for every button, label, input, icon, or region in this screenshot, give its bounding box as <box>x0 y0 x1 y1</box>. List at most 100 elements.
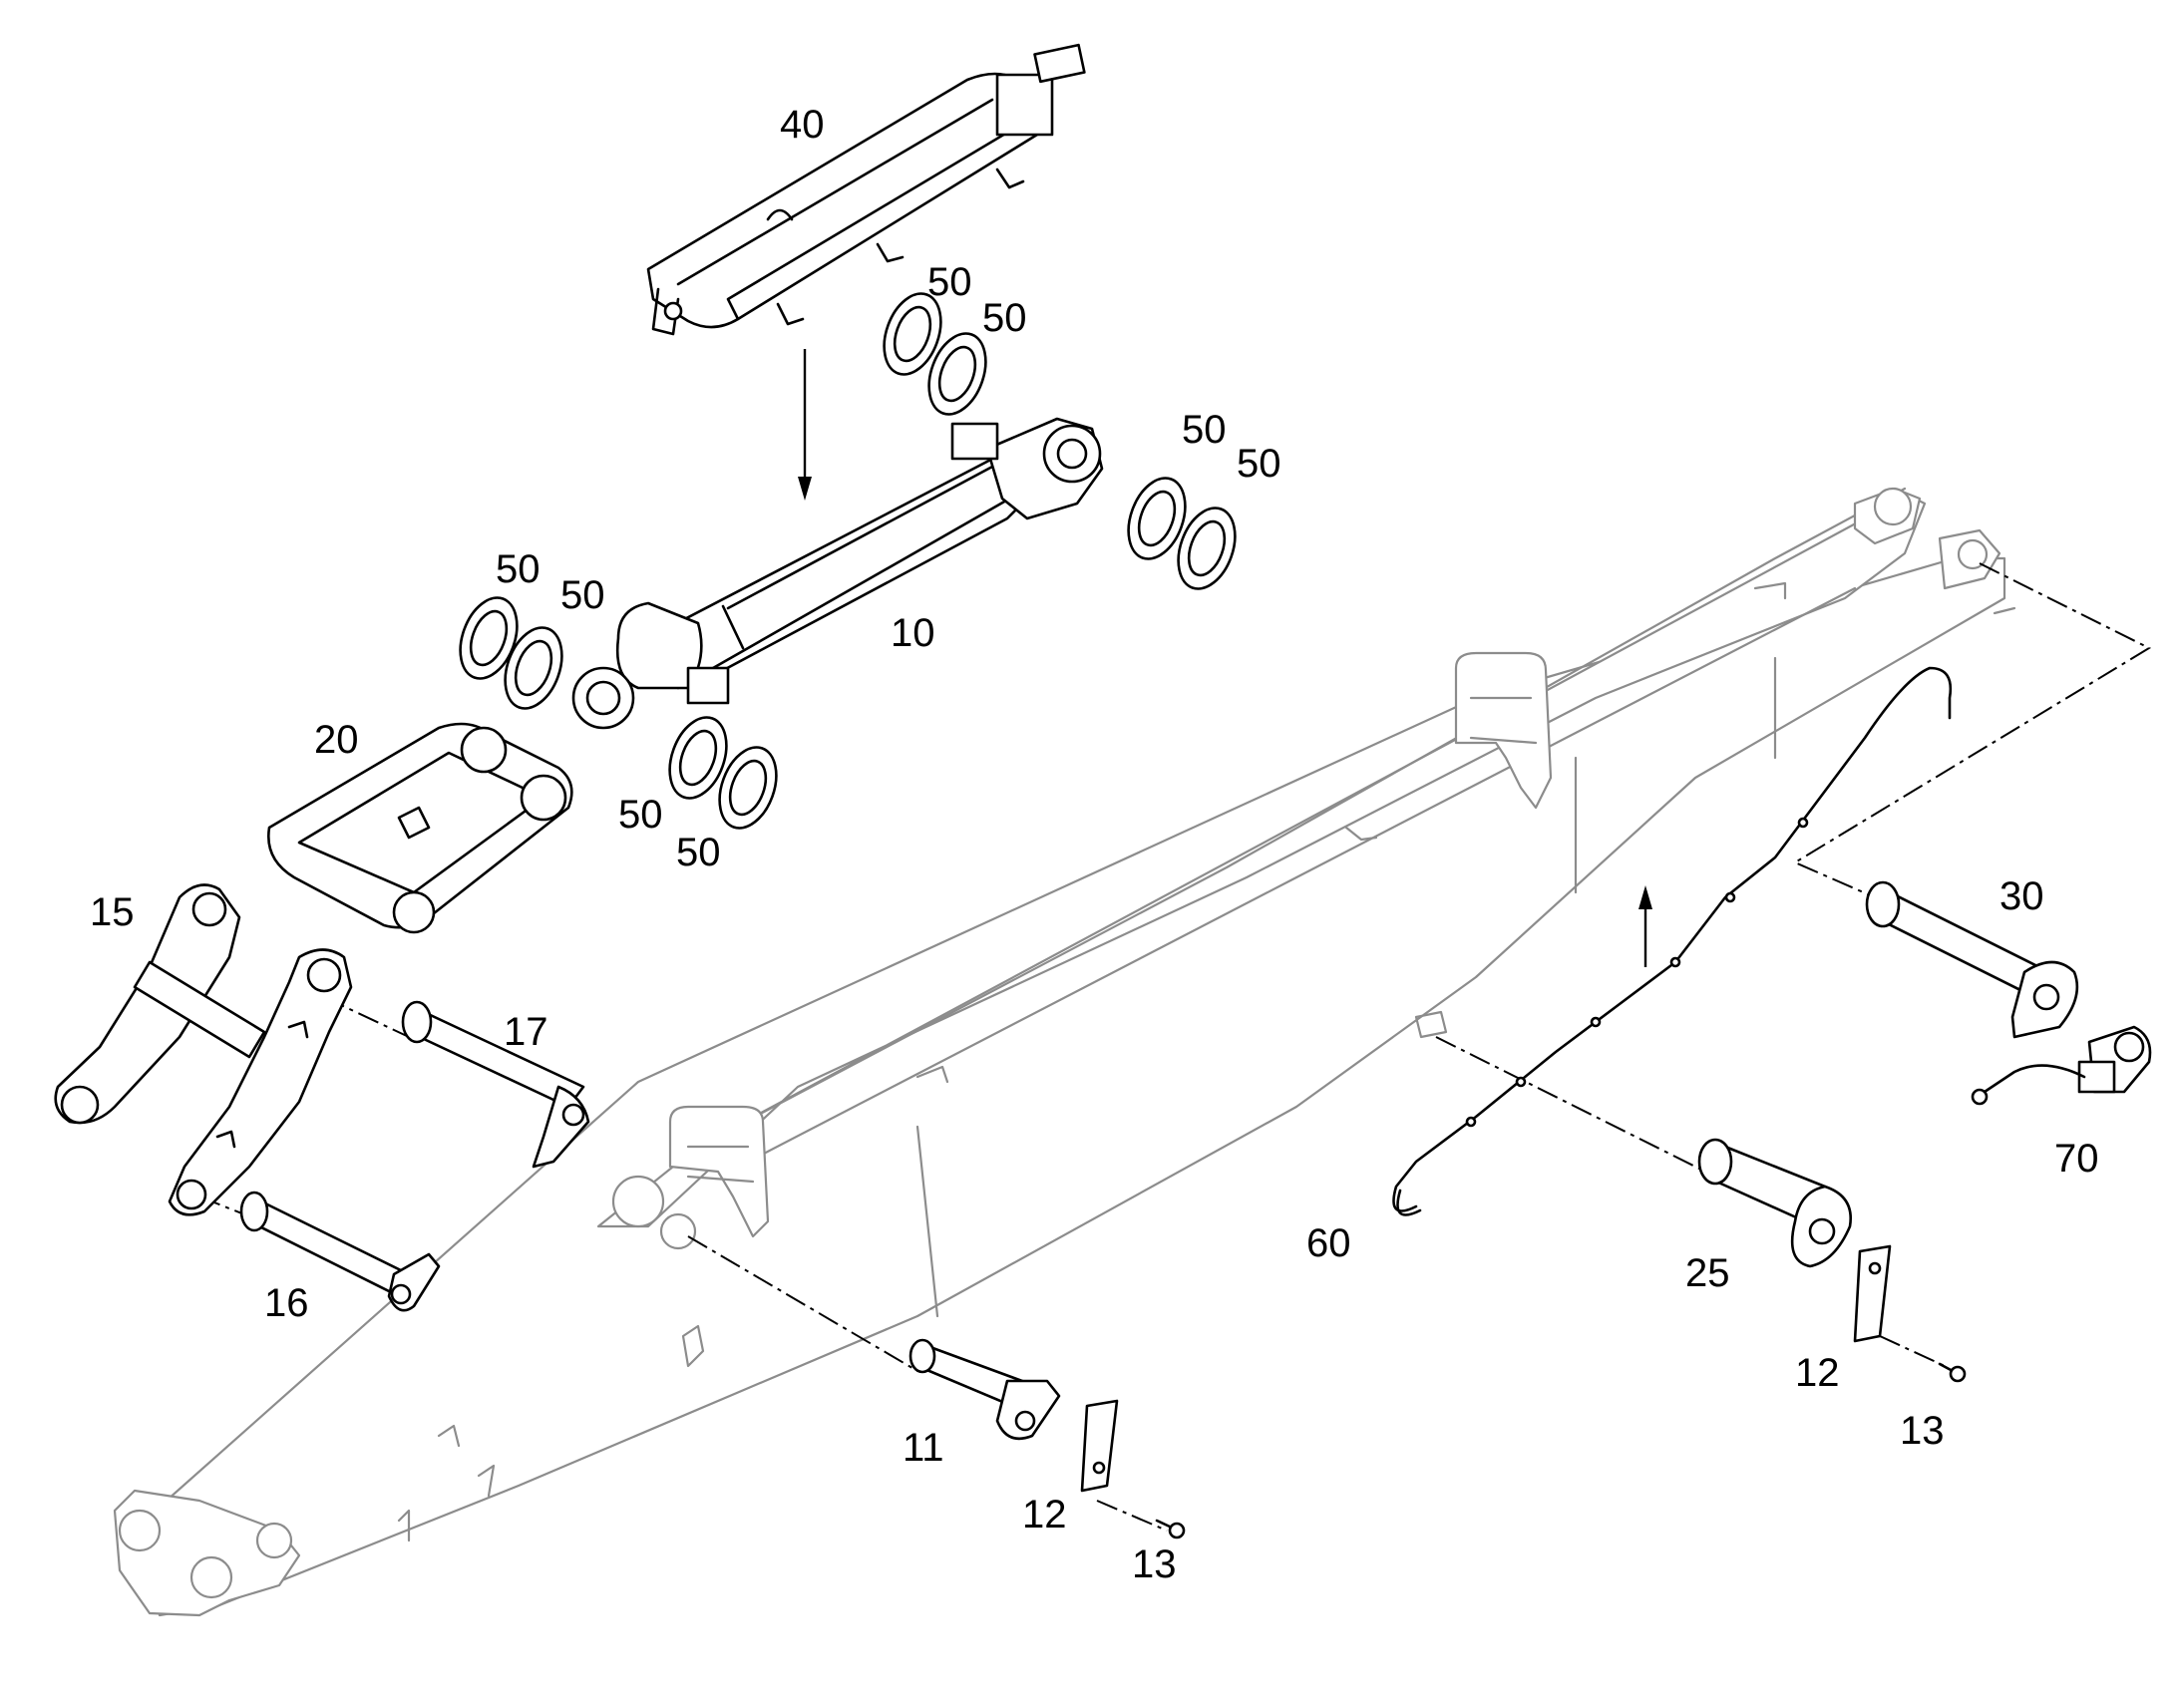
callout-15: 15 <box>90 890 135 934</box>
bracket-eye-3 <box>392 890 436 934</box>
cover-handle <box>1033 43 1086 84</box>
plate-12-left-hole <box>1092 1461 1106 1475</box>
callout-50: 50 <box>927 260 972 304</box>
cable-60-line <box>1392 666 1953 1212</box>
arrow-cover-down-head <box>798 477 812 501</box>
cover-eye <box>766 208 794 221</box>
bracket-20 <box>266 722 573 934</box>
plate-12-right <box>1853 1244 1892 1343</box>
plate-12-right-hole <box>1868 1261 1882 1275</box>
washers-50 <box>459 292 1237 830</box>
hose-guide-right <box>1454 651 1553 810</box>
cable-60 <box>1392 666 1953 1216</box>
boom-detail-marks <box>397 581 2016 1542</box>
washer-6 <box>504 626 563 710</box>
pin-17-tab-hole <box>561 1103 585 1127</box>
sensor-plug <box>1971 1088 1989 1106</box>
callout-25: 25 <box>1685 1251 1730 1295</box>
cover-fold <box>676 98 994 286</box>
bolt-13-right-head <box>1949 1365 1967 1383</box>
pin-30 <box>1865 880 2079 1039</box>
boom-foot-boss-1 <box>611 1175 665 1228</box>
hose-guide-left <box>668 1105 770 1238</box>
dash-line-12a <box>1096 1500 1168 1532</box>
arrow-hose-up-head <box>1638 885 1652 909</box>
dash-line-25 <box>1435 1036 1726 1183</box>
lever-rear-eye-bottom <box>60 1085 100 1125</box>
sensor-cable <box>1983 1064 2086 1094</box>
boom-tip-eye-2 <box>189 1555 233 1599</box>
callout-30: 30 <box>1999 874 2044 918</box>
pin-16-head <box>239 1191 269 1232</box>
boom-seam-1 <box>915 1125 939 1318</box>
callout-50: 50 <box>496 547 541 591</box>
pin-11-head <box>908 1338 936 1374</box>
lever-clip-1 <box>287 1020 309 1039</box>
dash-line-12b <box>1879 1335 1946 1367</box>
bolt-13-right <box>1938 1362 1967 1383</box>
pin-30-head <box>1865 880 1901 928</box>
washer-4 <box>1177 507 1237 590</box>
plate-12-left <box>1080 1399 1119 1493</box>
callout-12: 12 <box>1022 1493 1067 1537</box>
cover-rim <box>726 116 1034 321</box>
pin-11-tab <box>995 1379 1061 1441</box>
direction-arrows <box>798 349 1652 967</box>
cable-60-line-b <box>1396 1189 1422 1216</box>
callout-10: 10 <box>891 611 935 655</box>
bracket-detail <box>397 806 431 840</box>
cylinder-rod-eye-inner <box>1056 438 1088 470</box>
pin-17 <box>401 1000 590 1169</box>
cylinder-barrel <box>646 452 1029 690</box>
cover-body <box>646 72 1044 329</box>
callout-labels: 40 50 50 50 50 50 50 10 20 50 50 15 17 1… <box>90 103 2099 1586</box>
cover-clip-5 <box>663 301 683 321</box>
boom-foot-boss-2 <box>659 1212 697 1250</box>
callout-13: 13 <box>1900 1409 1945 1453</box>
cover-bracket-top <box>995 73 1054 137</box>
bolt-13-left-shank <box>1155 1519 1174 1530</box>
washer-7 <box>668 716 728 800</box>
pin-17-head <box>401 1000 433 1044</box>
boom-tip-eye-3 <box>255 1522 293 1559</box>
pin-25-head <box>1697 1138 1733 1186</box>
cylinder-cover-40 <box>646 43 1086 336</box>
boom-tip <box>113 1489 301 1617</box>
callout-50: 50 <box>1237 442 1281 486</box>
callout-50: 50 <box>1182 408 1227 452</box>
washer-3 <box>1127 477 1187 560</box>
lever-front-eye-bottom <box>176 1179 207 1210</box>
callout-11: 11 <box>903 1426 944 1470</box>
callout-16: 16 <box>264 1281 309 1325</box>
boom-top-rail-inner <box>756 586 1857 1159</box>
pin-30-flange-hole <box>2032 983 2060 1011</box>
boom-frame <box>113 487 2016 1617</box>
plate-12-left-body <box>1080 1399 1119 1493</box>
callout-17: 17 <box>504 1010 548 1054</box>
callout-12: 12 <box>1795 1351 1840 1395</box>
lever-plate-front <box>168 948 353 1216</box>
sensor-dial <box>2113 1031 2145 1063</box>
washer-2 <box>927 332 987 416</box>
bolt-13-left-head <box>1168 1522 1186 1539</box>
hydraulic-cylinder-10 <box>571 417 1104 730</box>
pin-16-tab-hole <box>390 1283 412 1305</box>
bracket-eye-2 <box>520 774 567 822</box>
cover-clip-3 <box>876 242 905 263</box>
boom-tip-eye-1 <box>118 1509 162 1552</box>
pin-16 <box>239 1191 441 1312</box>
lever-assembly-15 <box>54 883 353 1216</box>
cylinder-base-eye-inner <box>585 680 621 716</box>
cable-60-clips <box>1465 817 1809 1128</box>
callout-50: 50 <box>560 573 605 617</box>
pin-11-tab-hole <box>1014 1410 1036 1432</box>
callout-40: 40 <box>780 103 825 147</box>
callout-50: 50 <box>618 793 663 837</box>
callout-50: 50 <box>982 296 1027 340</box>
cylinder-valve-block <box>950 422 999 461</box>
callout-50: 50 <box>676 831 721 874</box>
boom-lower-beam <box>148 556 2006 1617</box>
bolt-13-left <box>1155 1519 1186 1539</box>
callout-70: 70 <box>2054 1137 2099 1181</box>
